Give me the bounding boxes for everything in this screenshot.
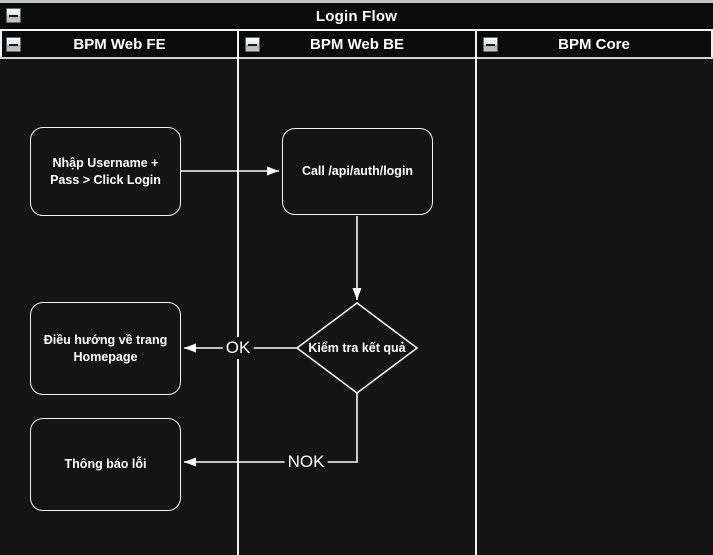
lane-divider-be-core [475,31,477,555]
pool-top-border [0,0,713,3]
node-call-auth-api[interactable]: Call /api/auth/login [282,128,433,215]
lane-header-bpm-web-be[interactable]: BPM Web BE [239,31,475,57]
lane-header-separator [0,57,713,59]
lane-core-collapse-button[interactable] [483,37,498,52]
pool-title: Login Flow [315,7,398,25]
lane-header-bpm-web-fe[interactable]: BPM Web FE [2,31,237,57]
pool-collapse-button[interactable] [6,8,21,23]
node-check-result-label[interactable]: Kiểm tra kết quả [308,341,406,355]
lane-fe-collapse-button[interactable] [6,37,21,52]
pool-right-border [711,29,713,59]
pool-left-border [0,29,2,59]
minus-icon [248,43,257,46]
pool-title-bar[interactable]: Login Flow [0,3,713,29]
lane-label: BPM Web BE [310,35,404,53]
edge-label-ok[interactable]: OK [222,337,254,359]
node-show-error[interactable]: Thông báo lỗi [30,418,181,511]
lane-divider-fe-be [237,31,239,555]
minus-icon [9,14,18,17]
lane-label: BPM Core [558,35,630,53]
edge-decision-to-error [184,393,358,467]
edge-label-nok[interactable]: NOK [284,451,328,473]
minus-icon [9,43,18,46]
lane-header-bpm-core[interactable]: BPM Core [477,31,711,57]
node-redirect-homepage[interactable]: Điều hướng về trang Homepage [30,302,181,395]
title-separator [0,29,713,31]
lane-be-collapse-button[interactable] [245,37,260,52]
lane-label: BPM Web FE [73,35,166,53]
minus-icon [486,43,495,46]
node-enter-credentials[interactable]: Nhập Username + Pass > Click Login [30,127,181,216]
